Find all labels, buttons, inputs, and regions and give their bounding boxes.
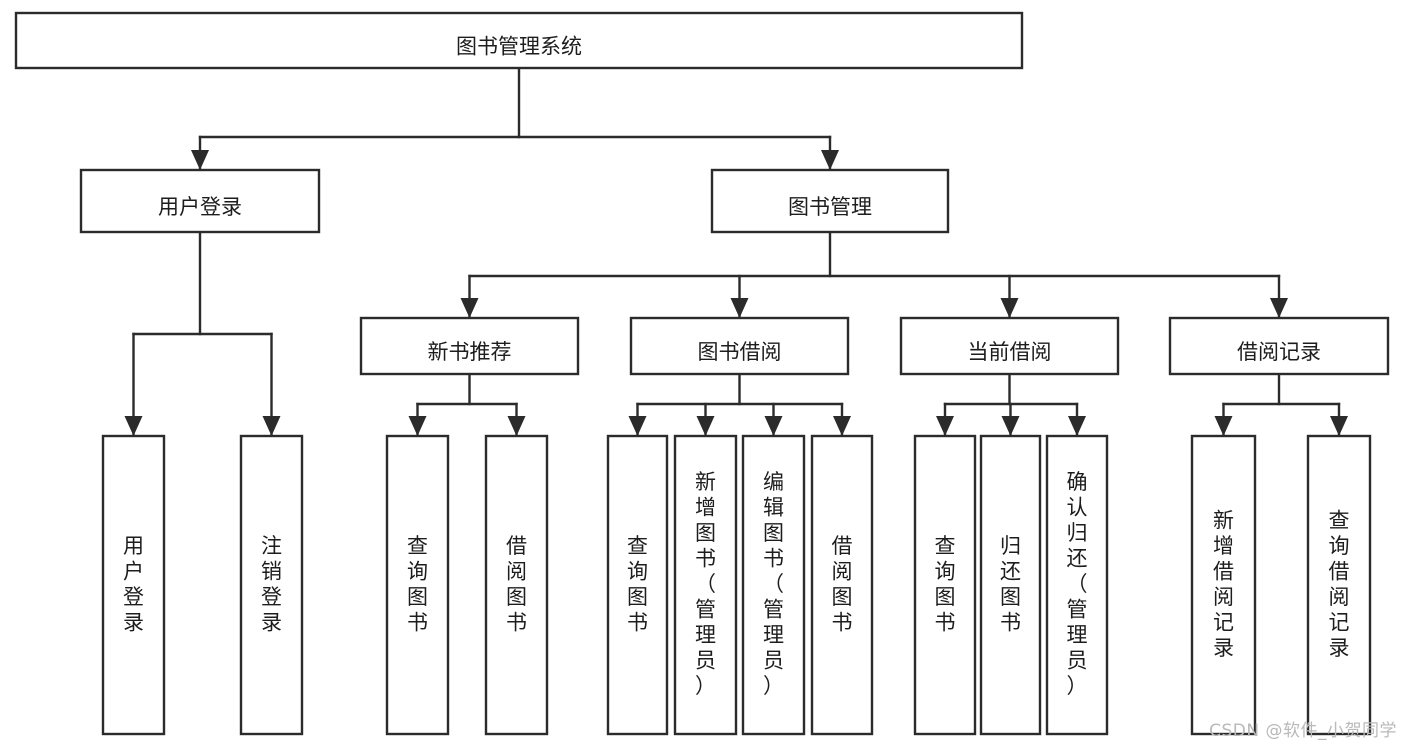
connector-layer bbox=[124, 66, 1348, 438]
node-box bbox=[899, 316, 1120, 376]
arrow-head-icon bbox=[833, 416, 851, 436]
node-box bbox=[741, 434, 806, 736]
node-box bbox=[14, 11, 1024, 70]
node-box bbox=[810, 434, 874, 736]
node-label: 查询图书 bbox=[407, 534, 428, 635]
node-current-borrow[interactable]: 当前借阅 bbox=[899, 316, 1120, 376]
node-label: 借阅图书 bbox=[506, 534, 527, 635]
node-book-manage[interactable]: 图书管理 bbox=[710, 168, 950, 234]
node-user-login[interactable]: 用户登录 bbox=[79, 168, 321, 234]
node-leaf-add-record[interactable]: 新增借阅记录 bbox=[1190, 434, 1257, 736]
node-leaf-add-book[interactable]: 新增图书（管理员） bbox=[673, 434, 738, 736]
arrow-head-icon bbox=[191, 150, 209, 170]
arrow-head-icon bbox=[764, 416, 783, 436]
arrow-head-icon bbox=[936, 416, 954, 436]
node-label: 确认归还（管理员） bbox=[1067, 470, 1088, 698]
node-label: 查询借阅记录 bbox=[1329, 508, 1350, 660]
node-book-borrow[interactable]: 图书借阅 bbox=[629, 316, 850, 376]
node-label: 当前借阅 bbox=[968, 340, 1052, 364]
node-borrow-record[interactable]: 借阅记录 bbox=[1168, 316, 1390, 376]
node-label: 借阅记录 bbox=[1237, 340, 1321, 364]
node-leaf-return-book[interactable]: 归还图书 bbox=[979, 434, 1042, 736]
node-box bbox=[629, 316, 850, 376]
node-layer: 图书管理系统用户登录图书管理新书推荐图书借阅当前借阅借阅记录用户登录注销登录查询… bbox=[14, 11, 1390, 736]
arrow-head-icon bbox=[408, 416, 427, 436]
arrow-head-icon bbox=[124, 416, 143, 436]
arrow-head-icon bbox=[696, 416, 715, 436]
node-box bbox=[606, 434, 669, 736]
arrow-head-icon bbox=[1068, 416, 1086, 436]
node-label: 图书管理 bbox=[788, 195, 872, 219]
arrow-head-icon bbox=[628, 416, 647, 436]
node-label: 编辑图书（管理员） bbox=[763, 470, 784, 698]
node-label: 查询图书 bbox=[627, 534, 648, 635]
node-leaf-query-book-rec[interactable]: 查询图书 bbox=[385, 434, 450, 736]
arrow-head-icon bbox=[821, 150, 839, 170]
node-label: 新书推荐 bbox=[428, 340, 512, 364]
arrow-head-icon bbox=[730, 298, 749, 318]
node-box bbox=[484, 434, 549, 736]
node-box bbox=[1190, 434, 1257, 736]
arrow-head-icon bbox=[1214, 416, 1233, 436]
node-label: 新增图书（管理员） bbox=[695, 470, 716, 698]
node-box bbox=[385, 434, 450, 736]
node-leaf-query-book-b[interactable]: 查询图书 bbox=[606, 434, 669, 736]
node-box bbox=[1045, 434, 1109, 736]
node-label: 图书借阅 bbox=[698, 340, 782, 364]
node-box bbox=[979, 434, 1042, 736]
node-leaf-confirm-return[interactable]: 确认归还（管理员） bbox=[1045, 434, 1109, 736]
arrow-head-icon bbox=[1000, 298, 1019, 318]
node-box bbox=[1306, 434, 1372, 736]
node-box bbox=[359, 316, 580, 376]
node-box bbox=[79, 168, 321, 234]
node-leaf-logout[interactable]: 注销登录 bbox=[239, 434, 304, 736]
node-leaf-user-login[interactable]: 用户登录 bbox=[101, 434, 166, 736]
node-label: 借阅图书 bbox=[832, 534, 853, 635]
node-label: 查询图书 bbox=[935, 534, 956, 635]
node-leaf-borrow-book-b[interactable]: 借阅图书 bbox=[810, 434, 874, 736]
node-box bbox=[673, 434, 738, 736]
arrow-head-icon bbox=[1001, 416, 1020, 436]
arrow-head-icon bbox=[460, 298, 479, 318]
arrow-head-icon bbox=[507, 416, 526, 436]
node-box bbox=[913, 434, 977, 736]
node-label: 新增借阅记录 bbox=[1213, 508, 1234, 660]
arrow-head-icon bbox=[1270, 298, 1288, 318]
node-box bbox=[1168, 316, 1390, 376]
node-label: 用户登录 bbox=[158, 195, 242, 219]
arrow-head-icon bbox=[1330, 416, 1348, 436]
arrow-head-icon bbox=[262, 416, 281, 436]
node-root[interactable]: 图书管理系统 bbox=[14, 11, 1024, 70]
node-label: 注销登录 bbox=[261, 534, 282, 635]
node-label: 归还图书 bbox=[1000, 534, 1021, 635]
node-leaf-borrow-book-rec[interactable]: 借阅图书 bbox=[484, 434, 549, 736]
node-label: 用户登录 bbox=[123, 534, 144, 635]
node-leaf-edit-book[interactable]: 编辑图书（管理员） bbox=[741, 434, 806, 736]
csdn-watermark: CSDN @软件_小贺同学 bbox=[1209, 721, 1397, 741]
node-label: 图书管理系统 bbox=[456, 35, 582, 59]
node-new-book-recommend[interactable]: 新书推荐 bbox=[359, 316, 580, 376]
node-box bbox=[101, 434, 166, 736]
node-box bbox=[239, 434, 304, 736]
node-leaf-query-book-c[interactable]: 查询图书 bbox=[913, 434, 977, 736]
node-leaf-query-record[interactable]: 查询借阅记录 bbox=[1306, 434, 1372, 736]
node-box bbox=[710, 168, 950, 234]
